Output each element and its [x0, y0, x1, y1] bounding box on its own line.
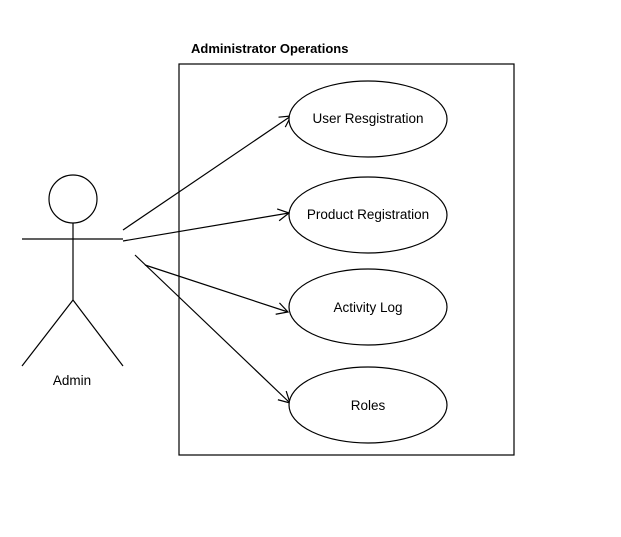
actor-right-leg [72, 299, 124, 367]
actor-head [48, 174, 98, 224]
use-case-label: Activity Log [333, 300, 402, 315]
association-activity-log [144, 264, 290, 315]
use-case-label: User Resgistration [312, 111, 423, 126]
system-boundary [178, 63, 515, 456]
association-roles [134, 254, 291, 404]
use-case-ellipse [288, 366, 448, 444]
use-case-ellipse [288, 176, 448, 254]
use-case-user-registration: User Resgistration [288, 80, 448, 158]
actor-left-leg [21, 299, 74, 367]
system-title: Administrator Operations [191, 41, 348, 56]
association-user-registration [122, 115, 293, 231]
association-product-registration [122, 208, 291, 242]
use-case-roles: Roles [288, 366, 448, 444]
use-case-ellipse [288, 80, 448, 158]
actor-label: Admin [53, 373, 91, 388]
use-case-label: Roles [351, 398, 386, 413]
actor-admin: Admin [21, 174, 124, 388]
use-case-label: Product Registration [307, 207, 429, 222]
use-case-activity-log: Activity Log [288, 268, 448, 346]
use-case-ellipse [288, 268, 448, 346]
use-case-product-registration: Product Registration [288, 176, 448, 254]
